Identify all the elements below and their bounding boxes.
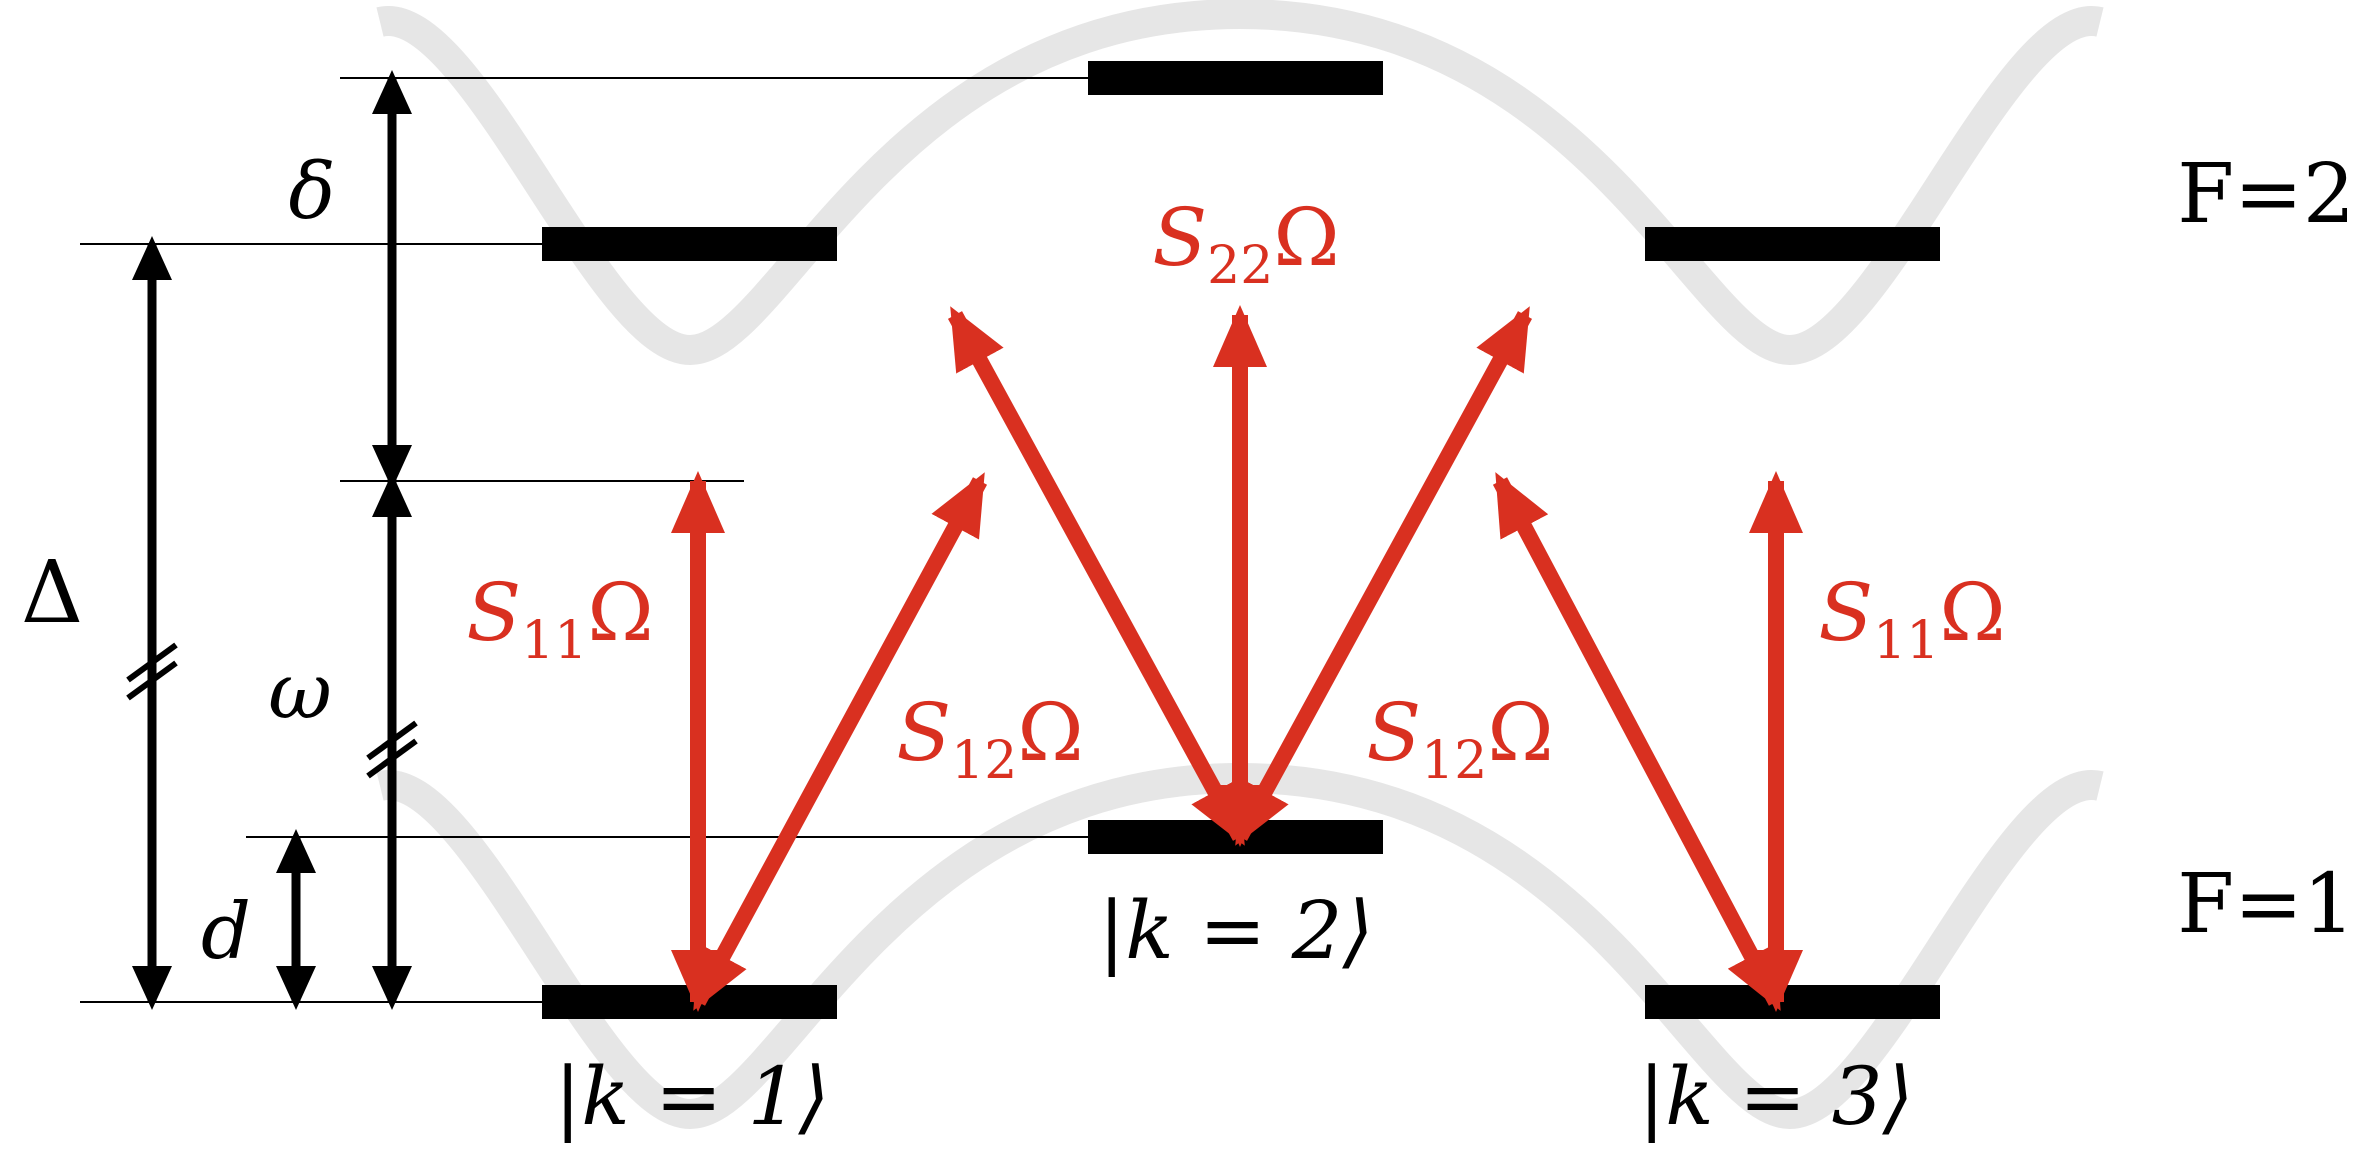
coupling-label-s12-left: S12Ω: [896, 686, 1083, 791]
coupling-arrow-s12-right: [1492, 472, 1784, 1011]
coupling-subscript: 11: [1873, 611, 1939, 671]
coupling-label-s22: S22Ω: [1152, 191, 1339, 296]
state-label-k2: |k = 2⟩: [1098, 884, 1373, 977]
manifold-label-f1: F=1: [2177, 857, 2355, 952]
coupling-symbol: S: [896, 686, 951, 779]
rabi-frequency: Ω: [587, 566, 653, 659]
coupling-subscript: 12: [951, 731, 1017, 791]
coupling-subscript: 22: [1207, 236, 1273, 296]
level-f2-k3: [1645, 227, 1940, 261]
Delta-axis-break: [126, 642, 178, 701]
rabi-frequency: Ω: [1487, 686, 1553, 779]
level-f1-k3: [1645, 985, 1940, 1019]
coupling-symbol: S: [1152, 191, 1207, 284]
rabi-frequency: Ω: [1939, 566, 2005, 659]
coupling-arrow-s12-k2-right: [1232, 306, 1533, 846]
omega-axis-break: [366, 720, 418, 779]
level-f2-k2: [1088, 61, 1383, 95]
omega-label: ω: [268, 647, 332, 737]
upper-lattice-potential: [376, 0, 2104, 366]
d-label: d: [201, 887, 251, 977]
coupling-label-s12-right: S12Ω: [1366, 686, 1553, 791]
coupling-symbol: S: [1366, 686, 1421, 779]
coupling-arrow-s12-k2-left: [947, 306, 1248, 846]
coupling-label-s11-left: S11Ω: [466, 566, 653, 671]
Delta-label: Δ: [21, 543, 83, 643]
coupling-label-s11-right: S11Ω: [1818, 566, 2005, 671]
rabi-frequency: Ω: [1273, 191, 1339, 284]
level-f1-k1: [542, 985, 837, 1019]
level-f2-k1: [542, 227, 837, 261]
delta-small-label: δ: [289, 147, 336, 237]
coupling-arrow-s12-left: [690, 472, 988, 1011]
coupling-subscript: 12: [1421, 731, 1487, 791]
rabi-frequency: Ω: [1017, 686, 1083, 779]
manifold-label-f2: F=2: [2177, 147, 2355, 242]
state-label-k3: |k = 3⟩: [1638, 1050, 1913, 1143]
coupling-symbol: S: [1818, 566, 1873, 659]
coupling-subscript: 11: [521, 611, 587, 671]
coupling-symbol: S: [466, 566, 521, 659]
state-label-k1: |k = 1⟩: [554, 1050, 829, 1143]
